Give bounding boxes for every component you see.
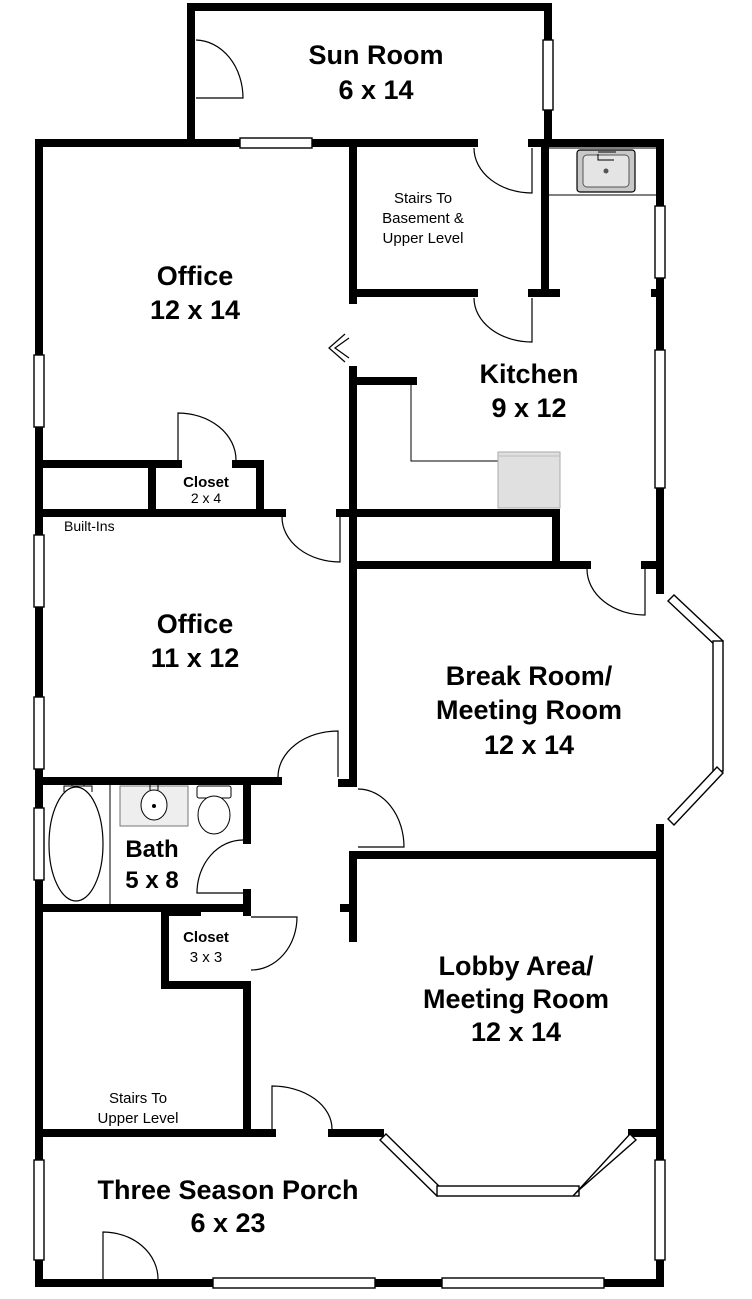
window-porch-bottom-2: [441, 1277, 605, 1289]
label-bath-dims: 5 x 8: [125, 867, 178, 894]
kitchen-appliance: [497, 451, 561, 509]
door-office-lower: [281, 516, 341, 563]
window-porch-right: [654, 1159, 666, 1261]
door-closet-upper: [177, 412, 237, 461]
door-office-lower-hall: [277, 730, 339, 778]
label-lobby-dims: 12 x 14: [471, 1017, 561, 1047]
window-office2-left-2: [33, 696, 45, 770]
label-built-ins: Built-Ins: [64, 518, 115, 534]
window-kitchen-right-1: [654, 205, 666, 279]
label-closet-upper-dims: 2 x 4: [191, 490, 222, 506]
label-office-lower-dims: 11 x 12: [151, 643, 240, 673]
windows: [33, 39, 666, 1289]
label-stairs-basement-2: Basement &: [382, 210, 464, 227]
label-sun-room: Sun Room: [309, 40, 444, 70]
window-porch-left: [33, 1159, 45, 1261]
bathtub: [48, 786, 104, 902]
label-break-room-dims: 12 x 14: [484, 730, 574, 760]
label-office-upper-dims: 12 x 14: [150, 295, 240, 325]
window-porch-bottom-1: [212, 1277, 376, 1289]
walls: [35, 3, 664, 1287]
window-office-top: [239, 137, 313, 149]
label-stairs-basement-1: Stairs To: [394, 190, 452, 207]
label-kitchen: Kitchen: [479, 359, 578, 389]
door-porch-interior: [271, 1085, 333, 1130]
label-lobby-2: Meeting Room: [423, 984, 609, 1014]
label-break-room-1: Break Room/: [446, 661, 613, 691]
bay-window-lobby: [379, 1132, 638, 1197]
label-lobby-1: Lobby Area/: [438, 951, 594, 981]
label-break-room-2: Meeting Room: [436, 695, 622, 725]
label-porch-dims: 6 x 23: [190, 1208, 265, 1238]
bay-window-break-room: [666, 594, 725, 827]
toilet: [197, 795, 231, 835]
label-sun-room-dims: 6 x 14: [338, 75, 413, 105]
window-bath-left: [33, 807, 45, 881]
door-office-folding: [328, 333, 350, 363]
label-stairs-upper-1: Stairs To: [109, 1090, 167, 1107]
door-break-room-hall: [357, 788, 405, 848]
door-sunroom-kitchen: [473, 147, 533, 194]
window-kitchen-right-2: [654, 349, 666, 489]
door-closet-lower: [250, 916, 298, 971]
label-office-upper: Office: [157, 261, 234, 291]
label-stairs-basement-3: Upper Level: [383, 230, 464, 247]
label-closet-lower: Closet: [183, 929, 229, 946]
kitchen-fixtures: [410, 147, 656, 509]
label-stairs-upper-2: Upper Level: [98, 1110, 179, 1127]
label-kitchen-dims: 9 x 12: [491, 393, 566, 423]
door-porch-exterior: [102, 1231, 159, 1280]
label-closet-upper: Closet: [183, 474, 229, 491]
doors: [102, 39, 646, 1280]
window-sunroom-right: [542, 39, 554, 111]
label-closet-lower-dims: 3 x 3: [190, 949, 223, 966]
door-break-room-kitchen: [586, 568, 646, 616]
label-porch: Three Season Porch: [97, 1175, 358, 1205]
door-sunroom-exterior: [195, 39, 244, 99]
label-office-lower: Office: [157, 609, 234, 639]
window-office2-left-1: [33, 534, 45, 608]
label-bath: Bath: [125, 836, 178, 863]
window-office-left: [33, 354, 45, 428]
door-bath: [196, 839, 244, 894]
door-stairs-basement: [473, 297, 533, 343]
bath-fixtures: [48, 782, 232, 904]
room-labels: Sun Room 6 x 14 Office 12 x 14 Stairs To…: [64, 40, 622, 1238]
